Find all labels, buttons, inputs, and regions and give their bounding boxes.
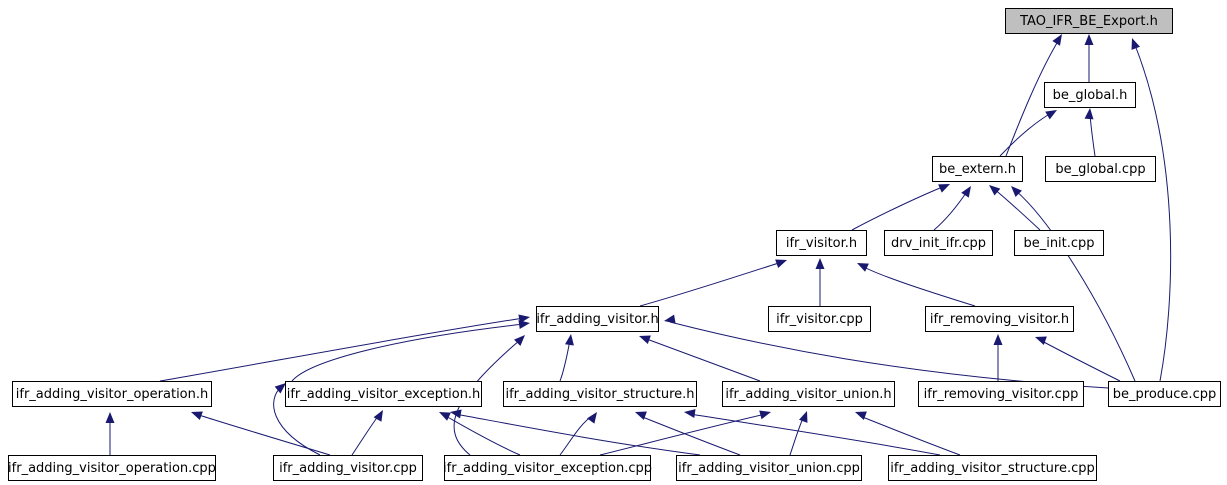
graph-edge	[989, 185, 1041, 231]
edge-arrowhead	[961, 186, 971, 198]
graph-node-label: be_init.cpp	[1023, 235, 1095, 251]
graph-node-label: ifr_adding_visitor_exception.cpp	[443, 460, 653, 476]
graph-edge	[351, 410, 383, 456]
graph-edge	[599, 410, 771, 456]
graph-edge	[559, 334, 574, 382]
graph-edge	[635, 411, 741, 456]
graph-node-label: ifr_removing_visitor.h	[929, 311, 1070, 327]
edge-arrowhead	[1131, 38, 1140, 50]
graph-node-ifr_adding_visitor_operation_cpp[interactable]: ifr_adding_visitor_operation.cpp	[8, 455, 216, 481]
edge-arrowhead	[191, 411, 203, 420]
edge-arrowhead	[1035, 336, 1047, 345]
graph-edge	[191, 411, 331, 456]
edge-arrowhead	[518, 314, 530, 324]
graph-node-label: ifr_adding_visitor_union.cpp	[678, 460, 860, 476]
graph-node-ifr_adding_visitor_structure_cpp[interactable]: ifr_adding_visitor_structure.cpp	[888, 455, 1097, 481]
graph-node-ifr_adding_visitor_union_h[interactable]: ifr_adding_visitor_union.h	[722, 381, 895, 407]
graph-node-label: be_global.cpp	[1055, 161, 1146, 177]
graph-node-label: TAO_IFR_BE_Export.h	[1020, 13, 1158, 29]
graph-node-label: be_produce.cpp	[1112, 386, 1217, 402]
graph-node-label: ifr_visitor.cpp	[776, 311, 863, 327]
graph-node-label: ifr_adding_visitor_operation.h	[15, 386, 209, 402]
edge-arrowhead	[439, 412, 451, 421]
graph-node-label: ifr_adding_visitor_structure.h	[505, 386, 695, 402]
graph-edge	[1084, 34, 1094, 82]
graph-edge	[105, 412, 115, 455]
edge-arrowhead	[1084, 34, 1094, 45]
graph-node-label: ifr_adding_visitor.cpp	[279, 460, 417, 476]
graph-edge	[999, 110, 1057, 157]
graph-edge	[851, 184, 950, 231]
edge-arrowhead	[855, 411, 867, 420]
graph-edge	[815, 258, 825, 306]
graph-node-label: drv_init_ifr.cpp	[891, 235, 986, 251]
graph-node-be_extern_h[interactable]: be_extern.h	[932, 156, 1023, 182]
edge-arrowhead	[989, 185, 1001, 196]
graph-edge	[559, 412, 597, 456]
graph-node-label: ifr_removing_visitor.cpp	[923, 386, 1079, 402]
edge-arrowhead	[684, 409, 696, 418]
graph-edge	[1035, 336, 1121, 382]
graph-node-label: ifr_adding_visitor_union.h	[725, 386, 892, 402]
graph-edge	[789, 411, 808, 456]
graph-node-label: ifr_visitor.h	[785, 235, 858, 251]
graph-node-ifr_adding_visitor_operation_h[interactable]: ifr_adding_visitor_operation.h	[12, 381, 212, 407]
graph-edge	[291, 320, 530, 382]
graph-edge	[159, 314, 530, 382]
graph-node-label: be_extern.h	[938, 161, 1017, 177]
graph-edge	[450, 409, 701, 456]
edge-arrowhead	[587, 412, 597, 424]
graph-node-label: ifr_adding_visitor_structure.cpp	[890, 460, 1095, 476]
graph-node-be_global_cpp[interactable]: be_global.cpp	[1045, 156, 1156, 182]
graph-edge	[1011, 186, 1136, 382]
graph-edge	[857, 263, 976, 307]
graph-edge	[439, 412, 521, 456]
graph-node-ifr_adding_visitor_union_cpp[interactable]: ifr_adding_visitor_union.cpp	[676, 455, 862, 481]
edge-arrowhead	[857, 263, 869, 272]
edge-arrowhead	[993, 334, 1003, 345]
graph-node-tao_ifr_be_export_h[interactable]: TAO_IFR_BE_Export.h	[1005, 8, 1173, 34]
graph-edge	[855, 411, 961, 456]
graph-node-be_init_cpp[interactable]: be_init.cpp	[1014, 230, 1104, 256]
graph-node-label: be_global.h	[1052, 87, 1128, 103]
edge-arrowhead	[639, 335, 651, 344]
graph-node-ifr_visitor_h[interactable]: ifr_visitor.h	[776, 230, 867, 256]
graph-node-be_produce_cpp[interactable]: be_produce.cpp	[1108, 381, 1221, 407]
graph-edge	[993, 334, 1003, 381]
edge-arrowhead	[105, 412, 115, 423]
edge-arrowhead	[1011, 186, 1022, 197]
edge-arrowhead	[450, 409, 462, 419]
graph-edge	[1084, 108, 1096, 157]
edge-arrowhead	[759, 410, 771, 420]
graph-node-ifr_removing_visitor_h[interactable]: ifr_removing_visitor.h	[925, 306, 1074, 332]
graph-node-label: ifr_adding_visitor_operation.cpp	[8, 460, 216, 476]
graph-node-ifr_adding_visitor_h[interactable]: ifr_adding_visitor.h	[536, 306, 659, 332]
graph-node-ifr_adding_visitor_structure_h[interactable]: ifr_adding_visitor_structure.h	[503, 381, 697, 407]
edge-arrowhead	[373, 410, 383, 422]
graph-node-ifr_adding_visitor_exception_h[interactable]: ifr_adding_visitor_exception.h	[285, 381, 482, 407]
edge-arrowhead	[518, 320, 530, 329]
edge-arrowhead	[1045, 110, 1057, 120]
graph-node-ifr_adding_visitor_cpp[interactable]: ifr_adding_visitor.cpp	[273, 455, 423, 481]
graph-node-label: ifr_adding_visitor.h	[536, 311, 659, 327]
graph-node-drv_init_ifr_cpp[interactable]: drv_init_ifr.cpp	[884, 230, 993, 256]
graph-node-ifr_removing_visitor_cpp[interactable]: ifr_removing_visitor.cpp	[918, 381, 1084, 407]
edge-arrowhead	[514, 335, 525, 346]
edge-arrowhead	[815, 258, 825, 269]
graph-edge	[933, 186, 971, 231]
edge-arrowhead	[565, 334, 574, 346]
graph-node-ifr_visitor_cpp[interactable]: ifr_visitor.cpp	[768, 306, 871, 332]
graph-node-label: ifr_adding_visitor_exception.h	[286, 386, 481, 402]
graph-node-be_global_h[interactable]: be_global.h	[1044, 82, 1136, 108]
edge-arrowhead	[1084, 108, 1094, 120]
graph-edge	[639, 335, 761, 382]
graph-node-ifr_adding_visitor_exception_cpp[interactable]: ifr_adding_visitor_exception.cpp	[443, 455, 652, 481]
edge-arrowhead	[664, 314, 676, 324]
edge-arrowhead	[799, 411, 808, 423]
edge-arrowhead	[775, 259, 787, 268]
graph-edge	[639, 259, 787, 307]
graph-edge	[684, 409, 941, 456]
edge-arrowhead	[635, 411, 647, 420]
